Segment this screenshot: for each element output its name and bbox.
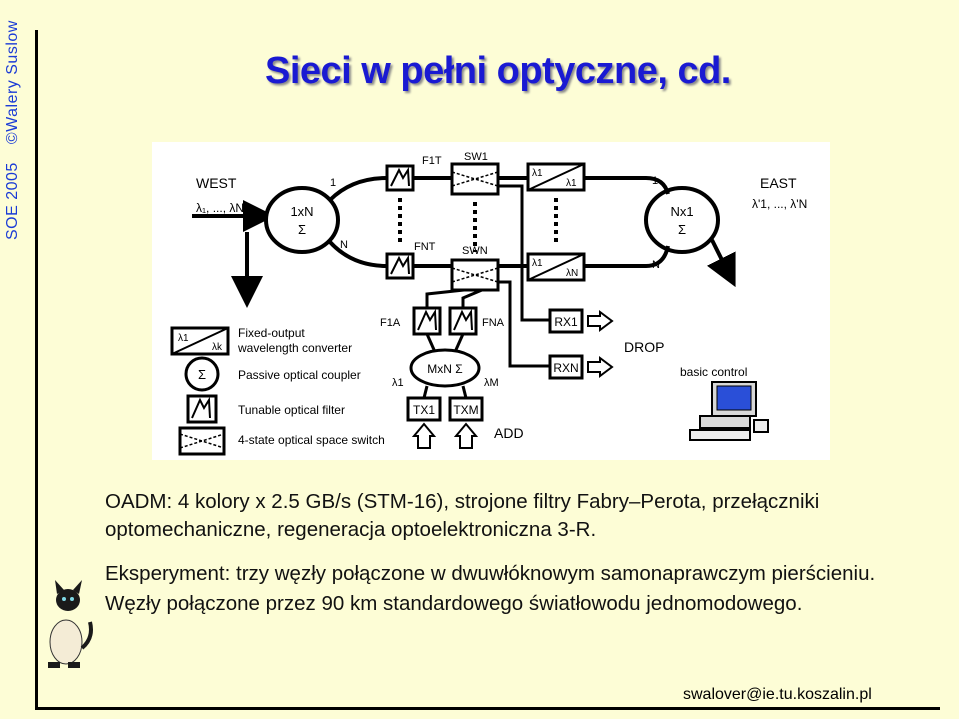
legend-coupler-label: Passive optical coupler [238,368,361,382]
drop-line-1 [498,184,550,322]
converter-top-in: λ1 [532,168,543,179]
svg-text:λ1: λ1 [178,333,189,344]
converter-bottom-in: λ1 [532,258,543,269]
east-label: EAST [760,175,797,191]
coupler-lambda-1: λ1 [392,377,404,389]
basic-control-label: basic control [680,365,747,379]
cat-mascot-icon [48,580,93,668]
oadm-diagram-svg: WEST λ₁, ..., λN EAST λ'1, ..., λ'N 1xN … [170,151,807,456]
paragraph-oadm-line1: OADM: 4 kolory x 2.5 GB/s (STM-16), stro… [105,490,820,513]
txm-box [448,396,484,422]
add-label: ADD [494,425,524,441]
coupler-lambda-m: λM [484,377,499,389]
tx1-label: TX1 [413,403,435,417]
drop-label: DROP [624,339,664,355]
rxn-right-arrow [587,356,614,378]
add-link-n [453,333,465,353]
legend-converter-icon: λ1 λk [170,326,230,356]
filter-add-n [448,306,478,336]
demux-port-n: N [340,239,348,251]
drop-line-n [498,280,550,368]
filter-add-1-label: F1A [380,317,401,329]
tx1-box [406,396,442,422]
tx1-link [422,385,429,399]
add-line-1 [425,288,465,308]
footer-email[interactable]: swalover@ie.tu.koszalin.pl [683,686,872,703]
computer-icon [689,381,769,441]
converter-bottom [526,252,586,282]
filter-add-1 [412,306,442,336]
paragraph-experiment-line2: Węzły połączone przez 90 km standardoweg… [105,592,803,615]
filter-top-label: F1T [422,155,442,167]
txm-label: TXM [453,403,478,417]
slide-title: Sieci w pełni optyczne, cd. [265,50,731,92]
mux-sigma: Σ [678,222,686,237]
switch-bottom [450,258,500,292]
converter-bottom-out: λN [566,268,578,279]
rxn-label: RXN [553,361,578,375]
east-output-arrow [706,239,736,288]
demux-sigma: Σ [298,222,306,237]
add-line-n [461,288,483,308]
east-lambda-label: λ'1, ..., λ'N [752,197,807,211]
west-label: WEST [196,175,237,191]
legend-switch-label: 4-state optical space switch [238,433,385,447]
demux-ellipse [264,186,340,254]
legend-filter-icon [186,394,218,424]
tx1-up-arrow [411,422,437,449]
coupler-label: MxN Σ [427,362,462,376]
legend-filter-label: Tunable optical filter [238,403,345,417]
add-link-1 [425,333,437,353]
filter-bottom [385,252,415,280]
bottom-border [35,707,940,710]
side-label-author: ©Walery Suslow [4,20,21,145]
converter-top [526,162,586,192]
side-label: SOE 2005 ©Walery Suslow [4,20,22,240]
switch-top-label: SW1 [464,151,488,163]
left-border [35,30,38,710]
west-lambda-label: λ₁, ..., λN [196,201,244,215]
legend-converter-label2: wavelength converter [237,341,352,355]
rxn-box [548,354,584,380]
filter-bottom-label: FNT [414,241,436,253]
paragraph-experiment-line1: Eksperyment: trzy węzły połączone w dwuw… [105,562,876,585]
coupler-ellipse [409,348,481,388]
legend-coupler-icon: Σ [184,356,220,392]
txm-link [461,385,468,399]
demux-port-1: 1 [330,177,336,189]
legend-converter-label: Fixed-output [238,326,305,340]
paragraph-oadm-line2: optomechaniczne, regeneracja optoelektro… [105,518,597,541]
svg-text:Σ: Σ [198,367,206,382]
converter-top-out: λ1 [566,178,577,189]
svg-text:λk: λk [212,342,223,353]
switch-top [450,162,500,196]
mux-label: Nx1 [670,204,693,219]
legend-switch-icon [178,426,226,456]
oadm-diagram: WEST λ₁, ..., λN EAST λ'1, ..., λ'N 1xN … [152,142,830,460]
demux-label: 1xN [290,204,313,219]
filter-add-n-label: FNA [482,317,505,329]
rx1-box [548,308,584,334]
filter-top [385,164,415,192]
txm-up-arrow [453,422,479,449]
mux-ellipse [644,186,720,254]
rx1-right-arrow [587,310,614,332]
side-label-year: SOE 2005 [4,162,21,240]
rx1-label: RX1 [554,315,578,329]
